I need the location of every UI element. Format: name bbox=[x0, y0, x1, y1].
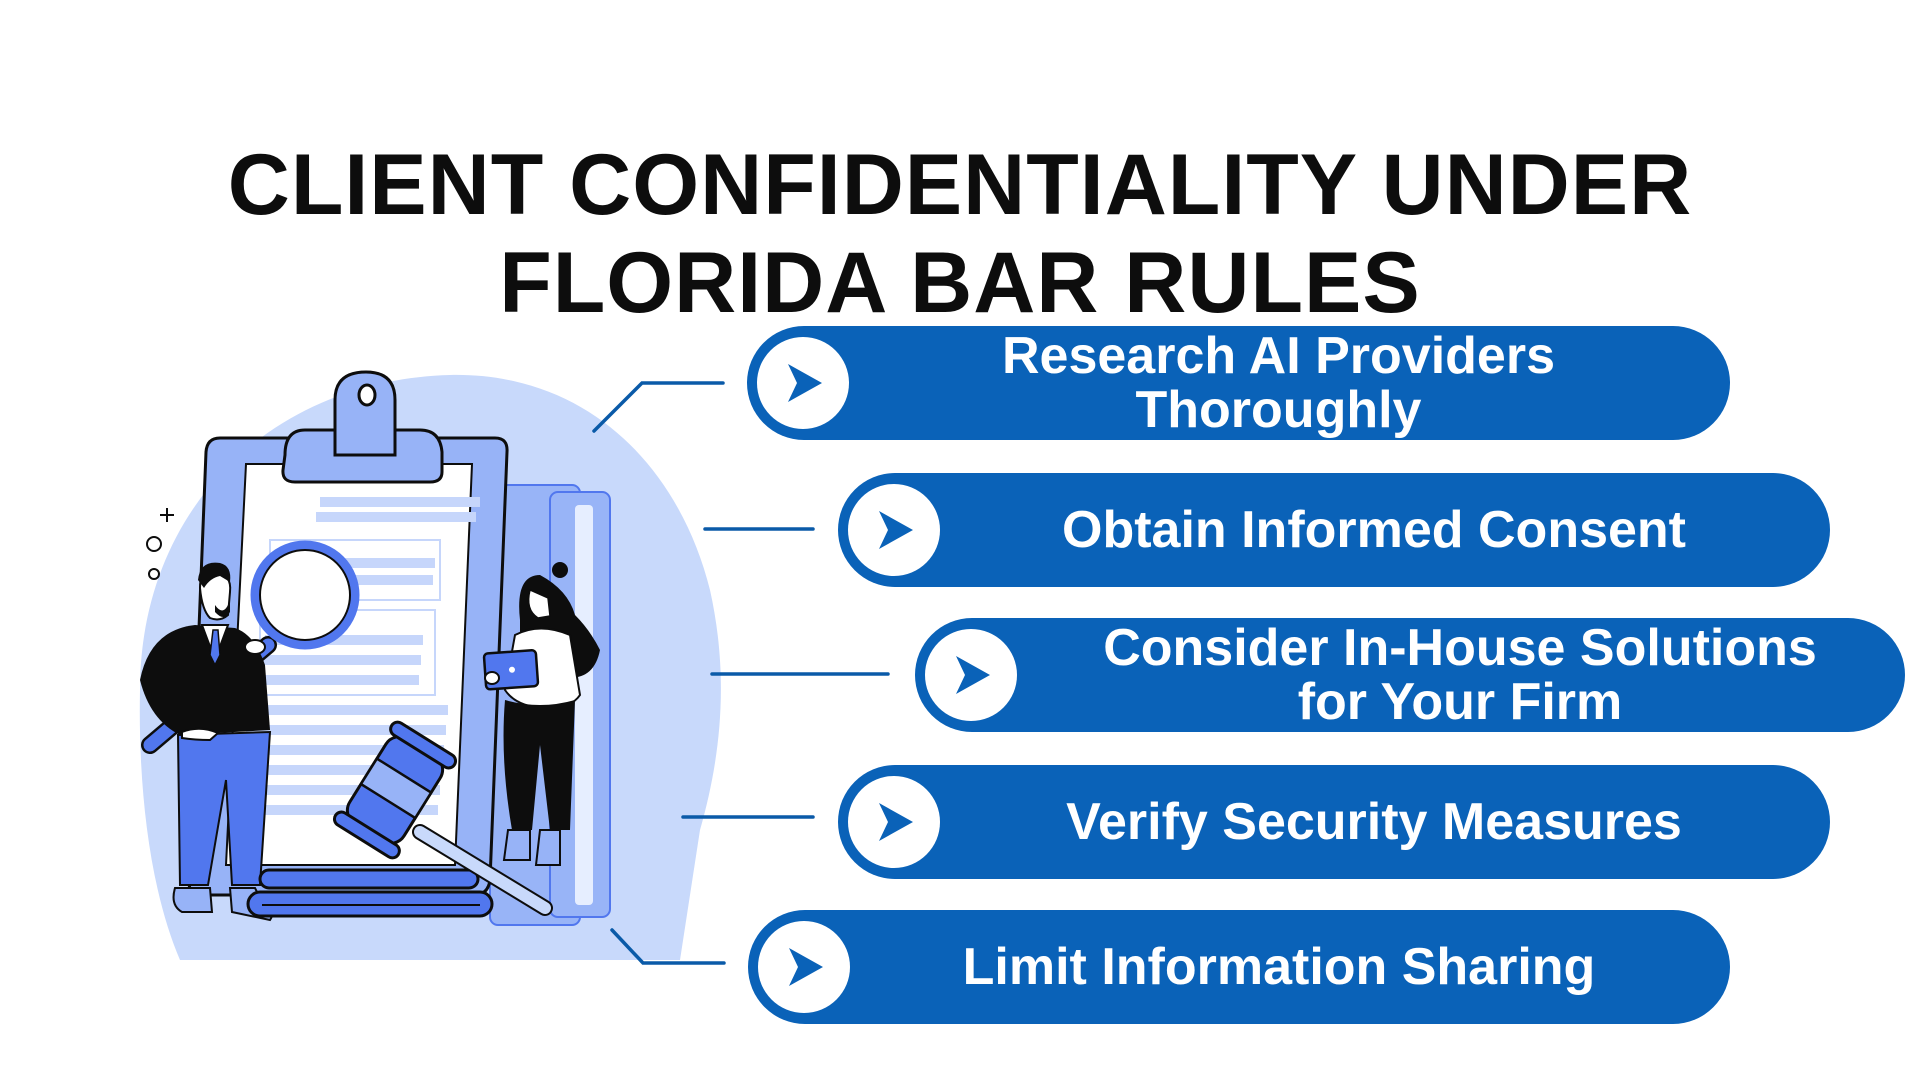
play-arrow-icon bbox=[757, 337, 849, 429]
small-circle-icon bbox=[146, 536, 162, 552]
page-title: CLIENT CONFIDENTIALITY UNDER FLORIDA BAR… bbox=[0, 136, 1920, 332]
item-obtain-informed-consent[interactable]: Obtain Informed Consent bbox=[838, 473, 1830, 587]
small-circle-icon bbox=[148, 568, 160, 580]
man-figure bbox=[140, 562, 274, 922]
item-label: Limit Information Sharing bbox=[962, 938, 1596, 996]
play-arrow-icon bbox=[925, 629, 1017, 721]
title-line-1: CLIENT CONFIDENTIALITY UNDER bbox=[227, 136, 1693, 233]
play-arrow-icon bbox=[848, 776, 940, 868]
gavel-icon bbox=[332, 720, 553, 916]
title-line-2: FLORIDA BAR RULES bbox=[499, 234, 1421, 331]
play-arrow-icon bbox=[848, 484, 940, 576]
woman-figure bbox=[482, 562, 600, 866]
item-research-ai-providers[interactable]: Research AI Providers Thoroughly bbox=[747, 326, 1730, 440]
item-label: Research AI Providers Thoroughly bbox=[1001, 327, 1555, 439]
item-verify-security-measures[interactable]: Verify Security Measures bbox=[838, 765, 1830, 879]
legal-document-review-illustration bbox=[139, 370, 721, 960]
item-limit-information-sharing[interactable]: Limit Information Sharing bbox=[748, 910, 1730, 1024]
sparkle-icon bbox=[160, 508, 174, 522]
item-consider-in-house-solutions[interactable]: Consider In-House Solutions for Your Fir… bbox=[915, 618, 1905, 732]
play-arrow-icon bbox=[758, 921, 850, 1013]
item-label: Consider In-House Solutions for Your Fir… bbox=[1103, 619, 1817, 731]
item-label: Obtain Informed Consent bbox=[1062, 501, 1686, 559]
item-label: Verify Security Measures bbox=[1066, 793, 1682, 851]
